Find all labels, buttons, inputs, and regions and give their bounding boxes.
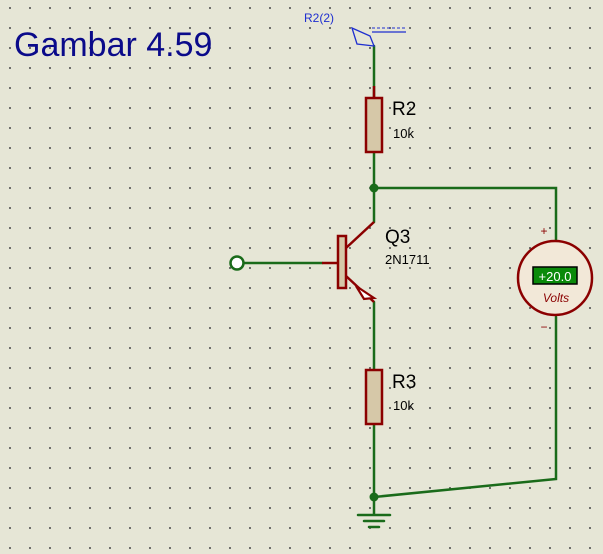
ground-symbol	[356, 513, 392, 529]
r2-value: 10k	[393, 126, 414, 141]
probe-icon	[350, 26, 406, 47]
voltmeter-unit: Volts	[543, 291, 569, 305]
r2-ref: R2	[392, 99, 417, 120]
probe-label: R2(2)	[304, 11, 335, 25]
r3-value: 10k	[393, 398, 414, 413]
voltmeter-plus: +	[540, 224, 547, 238]
resistor-r3	[364, 368, 384, 426]
q3-ref: Q3	[385, 227, 411, 248]
junction-node-top	[369, 183, 379, 193]
voltmeter: +20.0 Volts + −	[516, 224, 594, 334]
input-terminal	[229, 255, 245, 271]
wire-voltmeter-ground	[372, 315, 558, 499]
wire-node-voltmeter	[372, 186, 558, 242]
transistor-q3	[322, 221, 378, 303]
junction-node-bottom	[369, 492, 379, 502]
voltmeter-minus: −	[540, 320, 547, 334]
voltmeter-reading: +20.0	[539, 269, 572, 284]
resistor-r2	[364, 86, 384, 154]
r3-ref: R3	[392, 372, 417, 393]
page-title: Gambar 4.59	[14, 26, 213, 64]
q3-value: 2N1711	[385, 252, 430, 267]
